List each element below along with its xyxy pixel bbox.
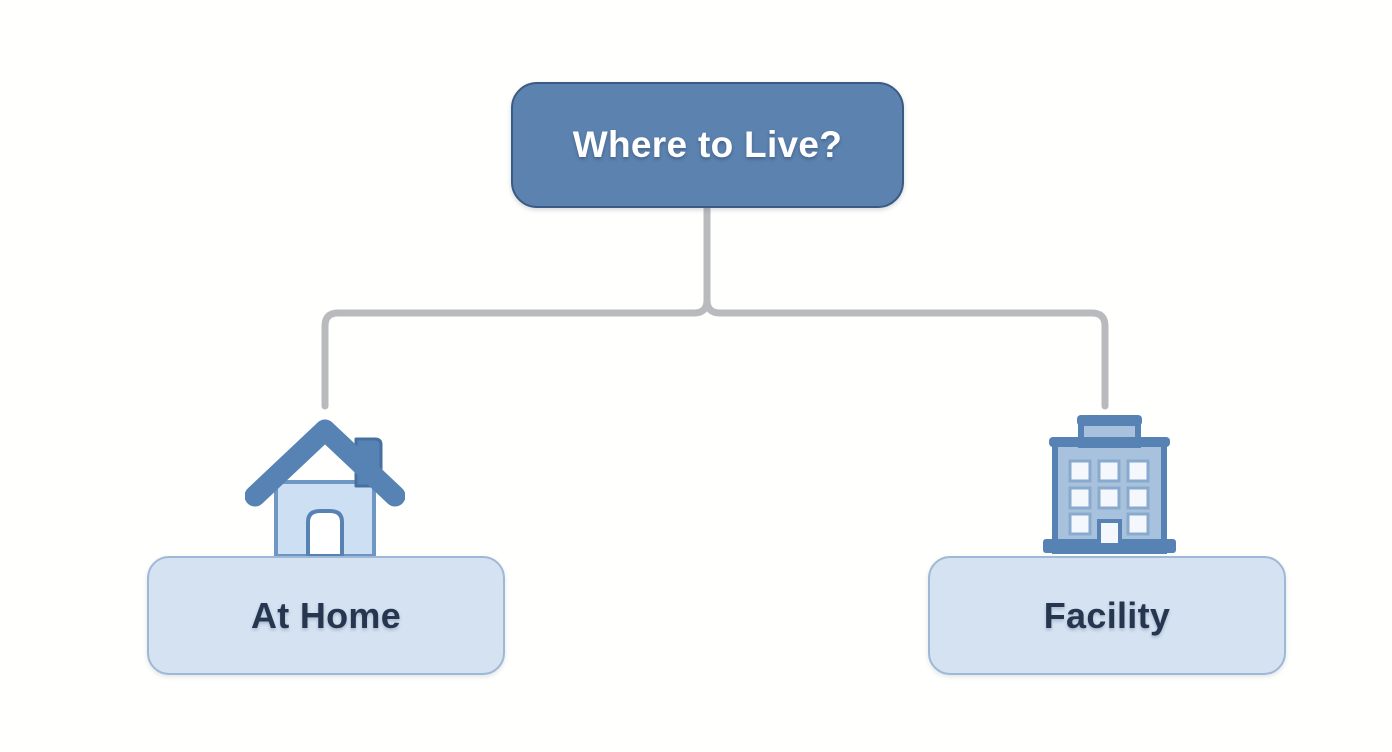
connector-branch-right — [703, 296, 1109, 410]
node-branch-facility-label: Facility — [1043, 594, 1171, 636]
node-root-label: Where to Live? — [572, 124, 843, 165]
connector-branch-left — [321, 296, 711, 410]
node-branch-at-home-label: At Home — [250, 594, 402, 636]
node-branch-at-home[interactable]: At Home — [147, 556, 505, 675]
node-branch-facility[interactable]: Facility — [928, 556, 1286, 675]
building-icon — [1037, 413, 1182, 559]
node-root[interactable]: Where to Live? — [511, 82, 904, 208]
house-icon — [244, 414, 406, 559]
